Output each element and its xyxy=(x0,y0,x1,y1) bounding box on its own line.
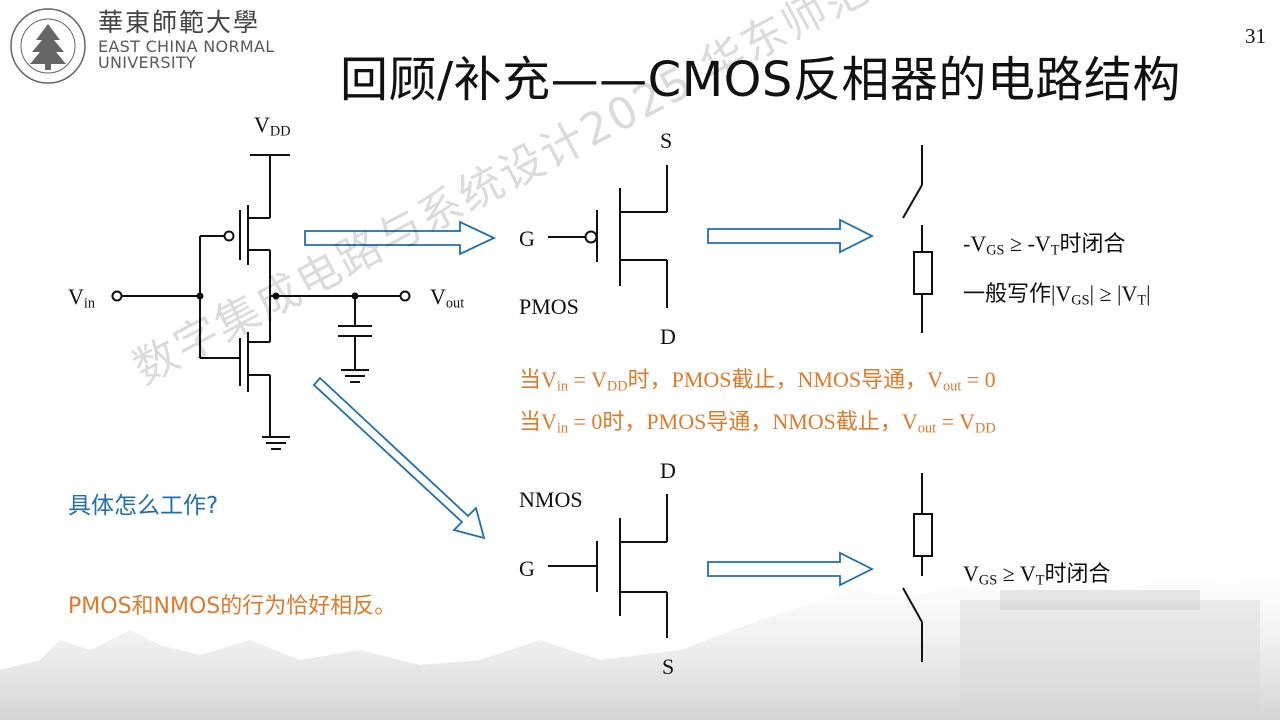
vin-label: Vin xyxy=(68,284,96,312)
pmos-gate-label: G xyxy=(519,226,535,251)
nmos-gate-label: G xyxy=(519,556,535,581)
university-seal-logo xyxy=(10,8,86,84)
arrow-to-nmos xyxy=(312,376,486,540)
cmos-inverter-schematic xyxy=(111,154,411,450)
arrow-to-pmos-switch xyxy=(707,218,875,254)
university-name-en-line1: EAST CHINA NORMAL xyxy=(98,37,275,56)
nmos-label: NMOS xyxy=(519,487,583,512)
slide-title: 回顾/补充——CMOS反相器的电路结构 xyxy=(340,52,1181,108)
university-name-en-line2: UNIVERSITY xyxy=(98,53,196,72)
vdd-label: VDD xyxy=(254,112,291,140)
nmos-drain-label: D xyxy=(660,458,676,483)
pmos-source-label: S xyxy=(660,128,673,153)
nmos-source-label: S xyxy=(662,654,675,679)
pmos-closed-condition: -VGS ≥ -VT时闭合 xyxy=(963,231,1126,259)
pmos-drain-label: D xyxy=(660,324,676,349)
nmos-closed-condition: VGS ≥ VT时闭合 xyxy=(963,561,1111,589)
arrow-to-nmos-switch xyxy=(707,551,875,587)
explanation-vin-high: 当Vin = VDD时，PMOS截止，NMOS导通，Vout = 0 xyxy=(519,367,996,395)
conclusion-text: PMOS和NMOS的行为恰好相反。 xyxy=(68,594,397,619)
nmos-symbol xyxy=(548,494,668,638)
university-name: 華東師範大學 EAST CHINA NORMAL UNIVERSITY xyxy=(98,10,274,71)
pmos-switch xyxy=(902,145,933,333)
page-number: 31 xyxy=(1245,24,1266,48)
arrow-to-pmos xyxy=(304,220,497,256)
question-text: 具体怎么工作? xyxy=(68,493,219,519)
nmos-switch xyxy=(902,473,933,662)
university-name-cn: 華東師範大學 xyxy=(98,8,261,37)
vout-label: Vout xyxy=(430,284,465,312)
pmos-symbol xyxy=(548,165,668,308)
explanation-vin-low: 当Vin = 0时，PMOS导通，NMOS截止，Vout = VDD xyxy=(519,409,996,437)
pmos-condition-general-form: 一般写作|VGS| ≥ |VT| xyxy=(963,281,1151,309)
pmos-label: PMOS xyxy=(519,294,579,319)
